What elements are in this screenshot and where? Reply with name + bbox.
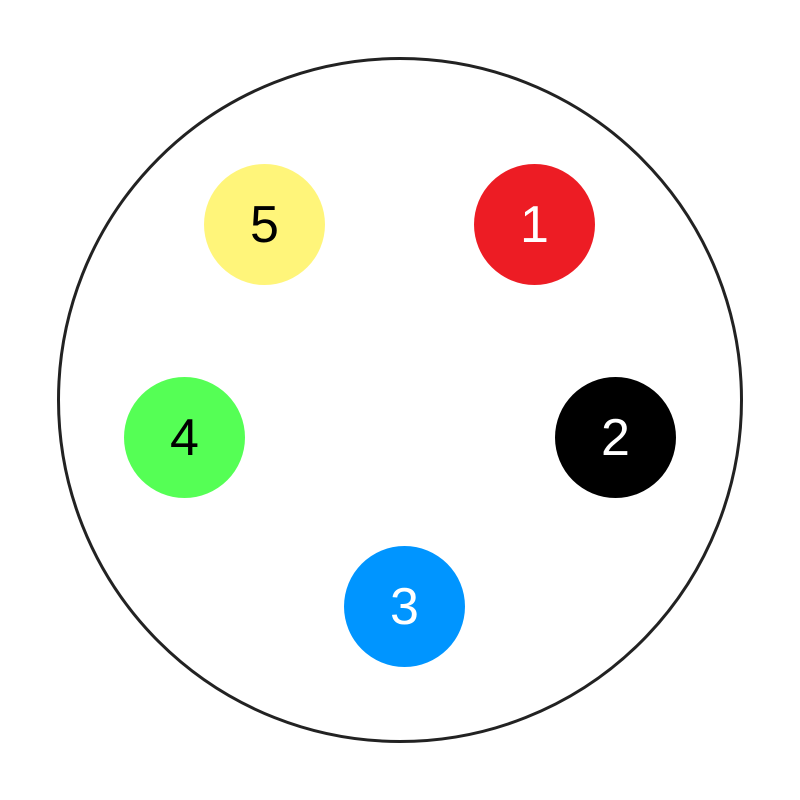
pin-4: 4: [124, 377, 245, 498]
pin-2: 2: [555, 377, 676, 498]
pin-1: 1: [474, 164, 595, 285]
pin-1-label: 1: [520, 195, 549, 254]
pin-2-label: 2: [601, 408, 630, 467]
pin-4-label: 4: [170, 408, 199, 467]
pin-5-label: 5: [250, 195, 279, 254]
pin-5: 5: [204, 164, 325, 285]
pin-3: 3: [344, 546, 465, 667]
pin-3-label: 3: [390, 577, 419, 636]
